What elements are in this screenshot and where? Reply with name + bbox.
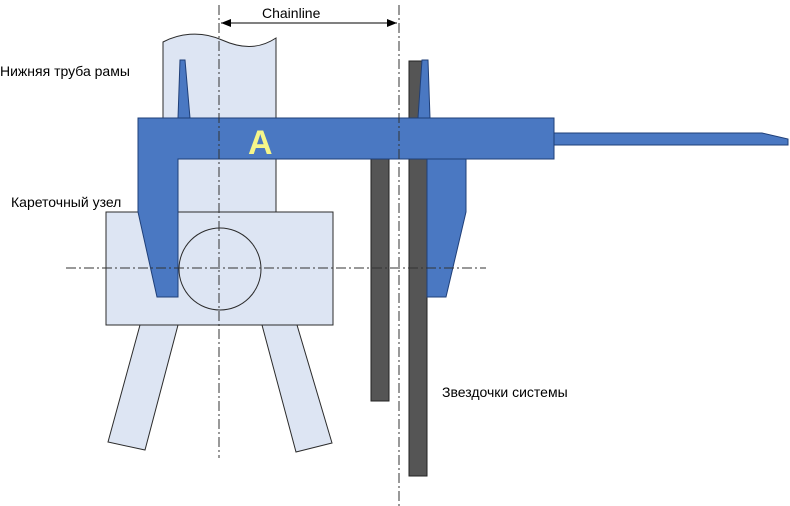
chainline-arrow-right-icon bbox=[387, 19, 397, 27]
bottom-bracket-label: Кареточный узел bbox=[11, 194, 121, 210]
chainline-label: Chainline bbox=[262, 5, 321, 21]
caliper-slider-jaw bbox=[426, 158, 467, 298]
down-tube-label: Нижняя труба рамы bbox=[0, 63, 130, 79]
crank-arm-right bbox=[261, 324, 333, 453]
chainring-inner bbox=[370, 156, 390, 402]
caliper-letter: A bbox=[248, 124, 273, 162]
caliper-main-jaw bbox=[137, 117, 555, 298]
crank-arm-left bbox=[107, 324, 179, 451]
bottom-bracket-axle bbox=[178, 227, 262, 311]
caliper-depth-rod bbox=[553, 132, 789, 146]
chainrings-label: Звездочки системы bbox=[442, 384, 568, 400]
chainline-arrow-left-icon bbox=[221, 19, 231, 27]
